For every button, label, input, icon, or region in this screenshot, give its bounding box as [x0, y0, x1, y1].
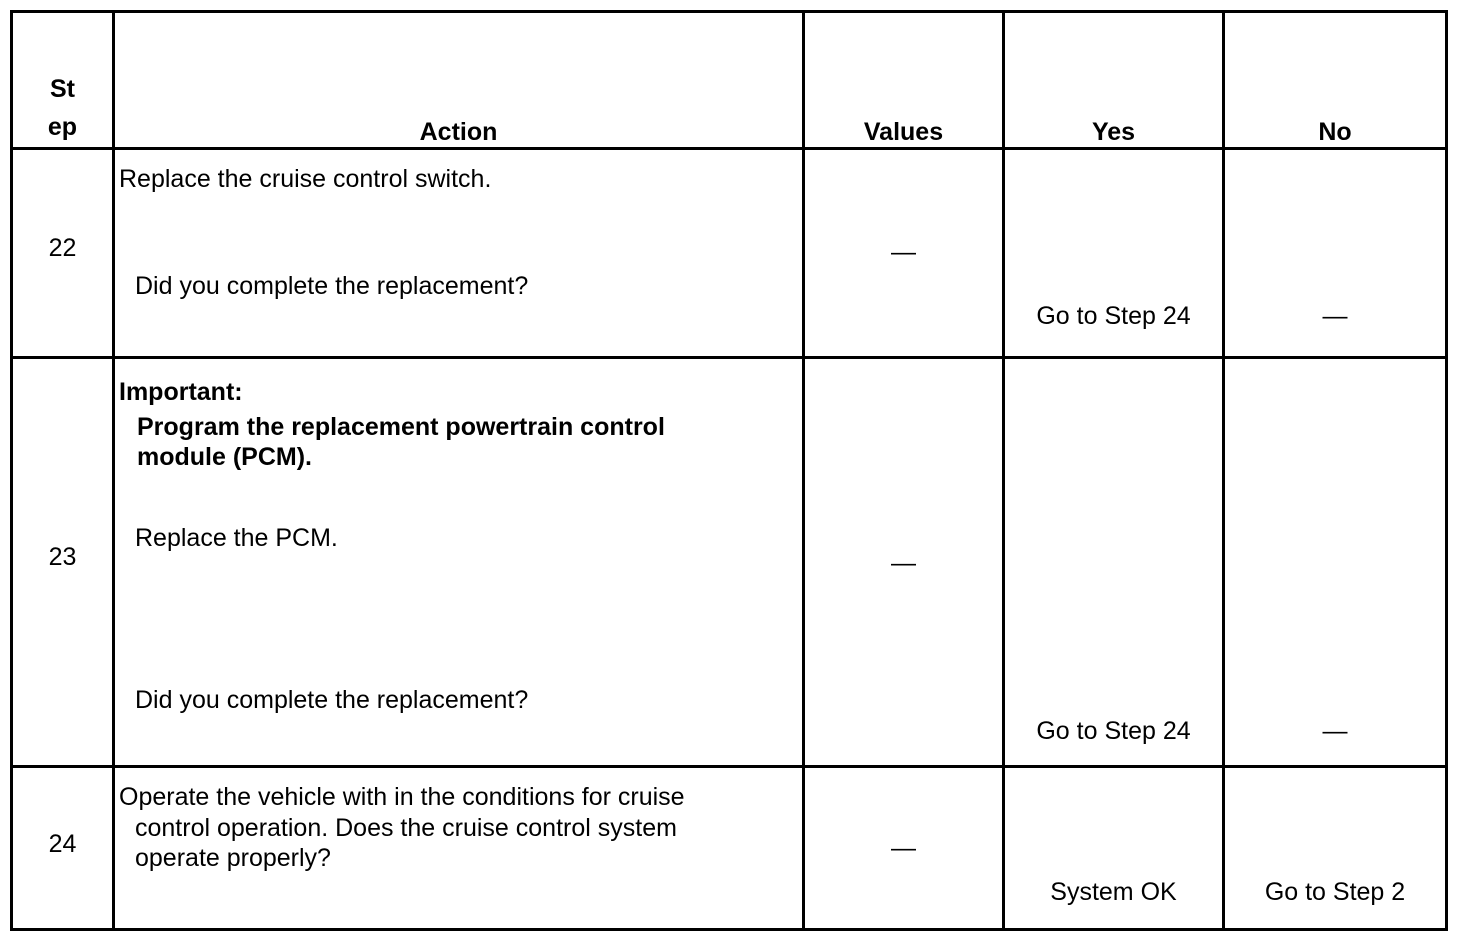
step-cell-22: 22: [10, 147, 115, 359]
action-line: Replace the cruise control switch.: [119, 165, 492, 193]
step-number: 22: [48, 234, 77, 262]
values-text: —: [891, 549, 916, 577]
action-line: control operation. Does the cruise contr…: [135, 813, 677, 842]
column-header-step-line2: ep: [47, 113, 78, 142]
table-row: 22 Replace the cruise control switch. Di…: [10, 147, 1448, 359]
values-cell-23: —: [802, 356, 1005, 768]
yes-cell-23: Go to Step 24: [1002, 356, 1225, 768]
step-cell-24: 24: [10, 765, 115, 931]
values-cell-22: —: [802, 147, 1005, 359]
column-header-step: St ep: [10, 10, 115, 150]
yes-text: Go to Step 24: [1036, 717, 1191, 745]
column-header-yes: Yes: [1002, 10, 1225, 150]
yes-cell-24: System OK: [1002, 765, 1225, 931]
column-header-no: No: [1222, 10, 1448, 150]
no-text: —: [1322, 302, 1348, 330]
action-question: Did you complete the replacement?: [135, 686, 529, 714]
action-cell-23: Important: Program the replacement power…: [112, 356, 805, 768]
values-text: —: [891, 238, 916, 266]
values-text: —: [891, 834, 916, 862]
step-number: 23: [48, 543, 77, 571]
action-cell-22: Replace the cruise control switch. Did y…: [112, 147, 805, 359]
step-number: 24: [48, 830, 77, 858]
no-cell-24: Go to Step 2: [1222, 765, 1448, 931]
column-header-step-line1: St: [50, 74, 75, 103]
no-cell-23: —: [1222, 356, 1448, 768]
yes-text: Go to Step 24: [1036, 302, 1191, 330]
diagnostic-procedure-table: St ep Action Values Yes No 22 Replace th…: [10, 10, 1448, 931]
important-line: module (PCM).: [137, 443, 312, 471]
table-row: 24 Operate the vehicle with in the condi…: [10, 765, 1448, 931]
important-label: Important:: [119, 378, 243, 406]
action-cell-24: Operate the vehicle with in the conditio…: [112, 765, 805, 931]
step-cell-23: 23: [10, 356, 115, 768]
action-line: Replace the PCM.: [135, 523, 338, 552]
action-question: operate properly?: [135, 844, 331, 872]
values-cell-24: —: [802, 765, 1005, 931]
table-row: 23 Important: Program the replacement po…: [10, 356, 1448, 768]
column-header-values: Values: [802, 10, 1005, 150]
no-cell-22: —: [1222, 147, 1448, 359]
column-header-action: Action: [112, 10, 805, 150]
action-line: Operate the vehicle with in the conditio…: [119, 783, 685, 811]
action-question: Did you complete the replacement?: [135, 271, 529, 300]
important-line: Program the replacement powertrain contr…: [137, 412, 665, 441]
table-header-row: St ep Action Values Yes No: [10, 10, 1448, 150]
no-text: Go to Step 2: [1264, 878, 1406, 906]
yes-text: System OK: [1050, 878, 1177, 906]
yes-cell-22: Go to Step 24: [1002, 147, 1225, 359]
no-text: —: [1322, 717, 1348, 745]
